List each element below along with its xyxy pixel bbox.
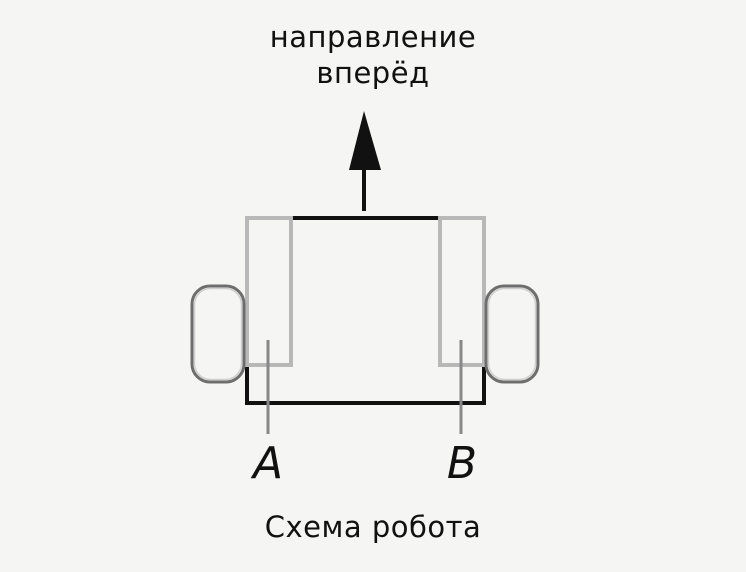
robot-frame bbox=[245, 216, 486, 405]
diagram-caption: Схема робота bbox=[264, 510, 482, 544]
motor-b-label: B bbox=[446, 438, 478, 489]
forward-arrow-icon bbox=[349, 111, 381, 211]
direction-label-line2: вперёд bbox=[316, 56, 430, 90]
motor-a-label: A bbox=[252, 438, 284, 489]
direction-label-line1: направление bbox=[269, 20, 477, 54]
wheel-left bbox=[190, 284, 246, 384]
wheel-right bbox=[484, 284, 540, 384]
